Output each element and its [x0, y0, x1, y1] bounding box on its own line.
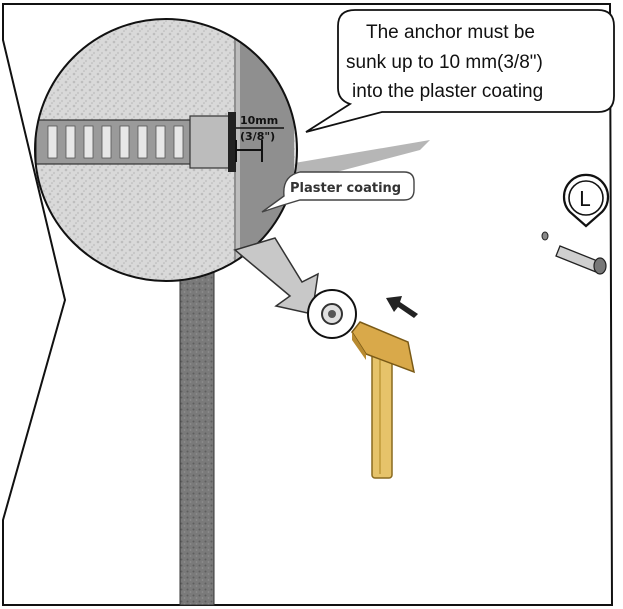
callout-line-2: sunk up to 10 mm(3/8"): [346, 52, 543, 73]
location-marker: [562, 173, 610, 228]
motion-arrow: [386, 296, 418, 318]
zoom-arrow: [233, 237, 319, 315]
callout-line-1: The anchor must be: [366, 22, 535, 43]
wall-post: [179, 269, 215, 606]
callout-line-3: into the plaster coating: [352, 81, 543, 102]
magnifier-ring: [34, 18, 298, 282]
location-marker-letter: L: [579, 187, 591, 211]
small-anchor: [541, 231, 607, 275]
magnifier-cross-section: [35, 19, 297, 281]
plaster-label-bubble: [261, 171, 415, 213]
dimension-metric: 10mm: [240, 114, 278, 127]
callout-bubble: [305, 9, 615, 133]
plaster-label: Plaster coating: [290, 181, 401, 196]
hammer: [351, 321, 416, 479]
dimension-imperial: (3/8"): [240, 130, 275, 143]
anchor-point: [307, 289, 357, 339]
